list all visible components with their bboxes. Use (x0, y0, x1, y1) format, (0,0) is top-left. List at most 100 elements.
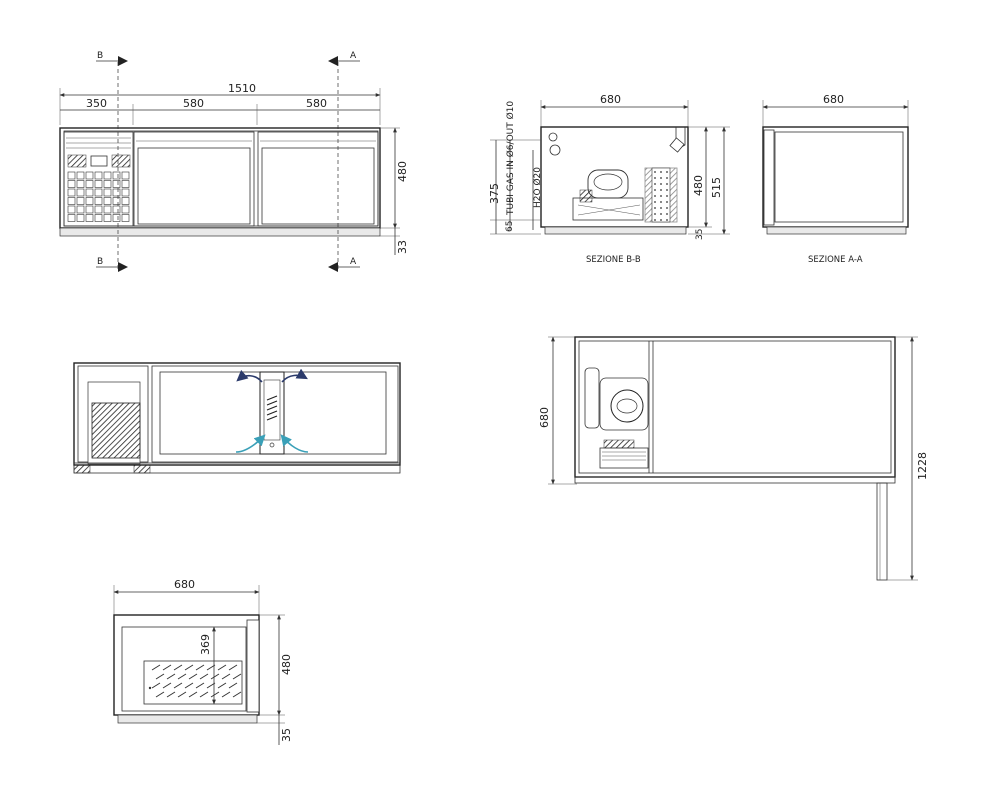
section-bb-inner-height-label: 480 (692, 175, 705, 196)
drawer-slot (177, 673, 187, 680)
dim-375-label: 375 (488, 183, 501, 204)
grid-cell (67, 180, 76, 188)
section-bb-total-height-label: 515 (710, 177, 723, 198)
drawer-slot (155, 673, 165, 680)
fan-slot (266, 395, 278, 401)
grid-cell (67, 171, 76, 180)
fin-dot (666, 171, 668, 173)
fan-slot (266, 405, 278, 411)
drawer-slot (188, 673, 198, 680)
fin-dot (660, 177, 662, 179)
grid-cell (112, 197, 121, 205)
drawer-slot (151, 682, 161, 689)
fin-dot (654, 183, 656, 185)
grid-cell (103, 197, 112, 205)
front-base-label: 33 (396, 240, 409, 254)
drawer-base-label: 35 (280, 728, 293, 742)
grid-cell (85, 197, 94, 205)
grid-cell (112, 205, 121, 214)
top-view (73, 362, 401, 474)
plan-total-height-label: 1228 (916, 452, 929, 480)
drawer-slot (232, 673, 242, 680)
drawer-slot (155, 691, 165, 698)
drawer-slot (199, 673, 209, 680)
grid-cell (85, 214, 94, 222)
grid-cell (112, 214, 121, 222)
drawer-slot (199, 691, 209, 698)
grid-cell (121, 188, 130, 197)
grid-cell (67, 205, 76, 214)
grid-cell (76, 188, 85, 197)
h2o-label: H2O Ø20 (532, 167, 543, 208)
section-aa-caption: SEZIONE A-A (808, 255, 863, 265)
drawer-slot (173, 682, 183, 689)
drawer-slot (162, 664, 172, 671)
fin-dot (654, 207, 656, 209)
drawer-slot (151, 664, 161, 671)
plan-compressor (584, 367, 649, 469)
airflow-out-right-arrow (281, 368, 308, 383)
front-height-label: 480 (396, 161, 409, 182)
fin-dot (660, 171, 662, 173)
fin-dot (666, 189, 668, 191)
grid-cell (76, 205, 85, 214)
drawer-view: 680 369 480 35 (113, 578, 293, 745)
grid-cell (112, 180, 121, 188)
grid-cell (85, 171, 94, 180)
section-a-top-marker: A (350, 51, 357, 61)
grid-cell (121, 197, 130, 205)
fin-dot (660, 189, 662, 191)
airflow-in-right-arrow (280, 434, 309, 453)
fin-dot (660, 219, 662, 221)
drawer-slot (184, 664, 194, 671)
drawer-slot (217, 682, 227, 689)
grid-cell (76, 214, 85, 222)
grid-cell (112, 171, 121, 180)
grid-cell (67, 214, 76, 222)
drawer-slot (232, 691, 242, 698)
grid-cell (94, 180, 103, 188)
segment-580b-label: 580 (306, 97, 327, 110)
fin-dot (666, 213, 668, 215)
grid-cell (85, 205, 94, 214)
fan-slot (266, 415, 278, 421)
fan-hub (269, 442, 275, 448)
grid-cell (94, 197, 103, 205)
fin-dot (660, 195, 662, 197)
drawer-width-label: 680 (174, 578, 195, 591)
grid-cell (103, 180, 112, 188)
grid-cell (121, 171, 130, 180)
fin-dot (660, 183, 662, 185)
compressor-unit (572, 169, 644, 221)
drawer-slot (228, 664, 238, 671)
drawer-slot (162, 682, 172, 689)
drawer-slot (166, 691, 176, 698)
section-aa-width-label: 680 (823, 93, 844, 106)
grid-cell (103, 205, 112, 214)
drawer-slot (177, 691, 187, 698)
fin-dot (654, 177, 656, 179)
grid-cell (85, 188, 94, 197)
evaporator-fins (654, 171, 668, 221)
fan-slot (266, 400, 278, 406)
drawer-slot (195, 682, 205, 689)
section-b-bottom-marker: B (97, 257, 103, 267)
fin-dot (660, 201, 662, 203)
vent-grille-grid (67, 171, 130, 222)
segment-580a-label: 580 (183, 97, 204, 110)
grid-cell (121, 205, 130, 214)
section-a-bottom-marker: A (350, 257, 357, 267)
grid-cell (94, 205, 103, 214)
fin-dot (666, 177, 668, 179)
fin-dot (666, 195, 668, 197)
grid-cell (94, 188, 103, 197)
drawer-slot (217, 664, 227, 671)
fin-dot (666, 219, 668, 221)
grid-cell (85, 180, 94, 188)
fin-dot (654, 213, 656, 215)
fan-vent-slots (266, 395, 278, 448)
grid-cell (121, 180, 130, 188)
grid-cell (121, 214, 130, 222)
grid-cell (76, 197, 85, 205)
grid-cell (94, 214, 103, 222)
